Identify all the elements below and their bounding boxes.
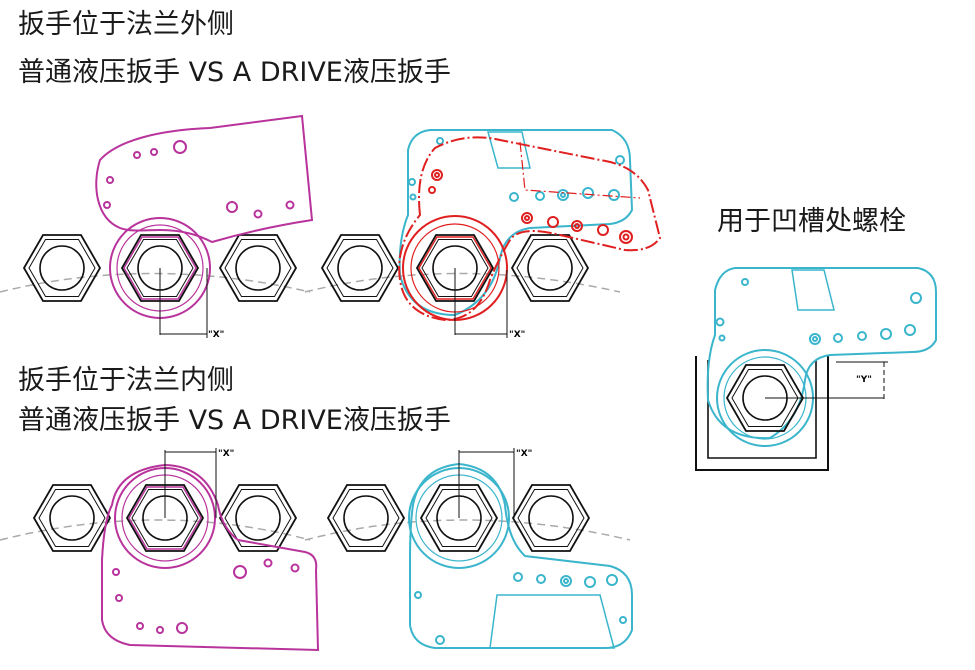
hex-nut xyxy=(23,234,101,302)
hex-nut xyxy=(321,234,399,302)
heading-outside-comparison: 普通液压扳手 VS A DRIVE液压扳手 xyxy=(18,57,451,88)
wrench-body-outline xyxy=(95,114,314,244)
groove-inner xyxy=(707,360,817,459)
heading-inside-flange: 扳手位于法兰内侧 xyxy=(18,365,234,396)
flange-arc xyxy=(0,272,311,293)
heading-inside-comparison: 普通液压扳手 VS A DRIVE液压扳手 xyxy=(18,405,451,436)
recessed-bolt-detail: "Y" xyxy=(695,267,937,471)
dimension-x-label: "X" xyxy=(516,449,532,459)
hex-nut xyxy=(219,234,297,302)
groove-outer xyxy=(695,356,829,471)
dimension-x-label: "X" xyxy=(509,330,525,340)
adrive-body-outline xyxy=(706,267,937,440)
flange-arc xyxy=(304,519,631,541)
adrive-body-outline xyxy=(409,462,633,649)
dimension-x-label: "X" xyxy=(218,449,234,459)
adrive-wrench-inside: "X" xyxy=(304,448,633,649)
hex-nut xyxy=(33,484,111,552)
heading-outside-flange: 扳手位于法兰外侧 xyxy=(18,9,234,40)
conventional-wrench-inside: "X" xyxy=(0,448,320,652)
heading-recessed-bolt: 用于凹槽处螺栓 xyxy=(717,206,906,237)
conventional-wrench-outside: "X" xyxy=(0,114,314,340)
hex-nut xyxy=(327,484,405,552)
conventional-overlay-outline xyxy=(398,136,662,322)
adrive-wrench-outside: "X" xyxy=(304,129,662,340)
dimension-y-label: "Y" xyxy=(856,375,872,385)
hex-nut xyxy=(219,484,297,552)
adrive-body-outline xyxy=(398,129,634,317)
dimension-x-label: "X" xyxy=(208,330,224,340)
hex-nut xyxy=(511,234,589,302)
hex-nut xyxy=(512,484,590,552)
